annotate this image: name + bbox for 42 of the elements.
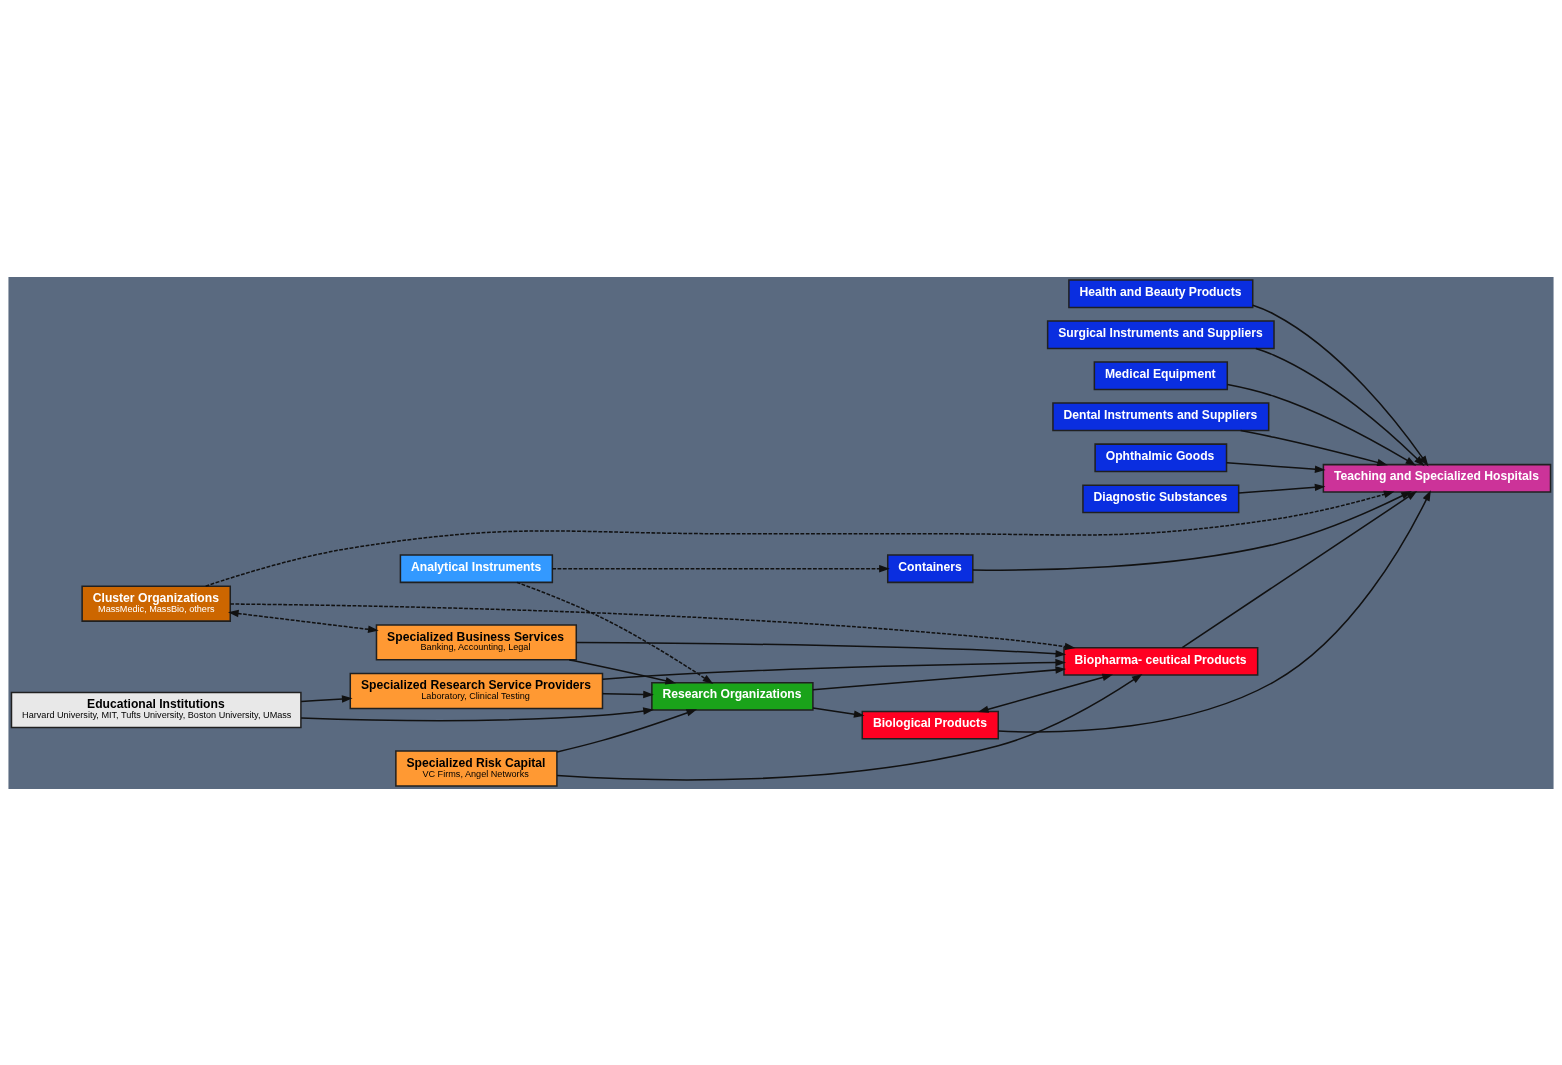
arrow <box>516 581 714 684</box>
arrow <box>556 708 698 753</box>
node-box: Diagnostic Substances <box>1082 483 1240 513</box>
node-box: Educational Institutions Harvard University, MIT, Tufts University, Boston University, UMass <box>10 691 302 728</box>
node-box: Specialized Risk Capital VC Firms, Angel Networks <box>395 749 558 787</box>
arrow <box>977 673 1114 713</box>
arrow <box>1238 483 1326 494</box>
arrow <box>812 665 1067 691</box>
node-box: Containers <box>886 553 974 583</box>
node-box: Analytical Instruments <box>399 553 554 583</box>
arrow <box>1225 461 1326 473</box>
arrow <box>1252 304 1429 466</box>
node-box: Biopharma- ceutical Products <box>1063 646 1259 676</box>
node-box: Specialized Research Service Providers Laboratory, Clinical Testing <box>349 672 604 709</box>
node-box: Cluster Organizations MassMedic, MassBio, others <box>81 584 231 622</box>
node-box: Medical Equipment <box>1093 360 1229 390</box>
arrow <box>1181 490 1418 648</box>
arrow <box>229 602 1076 650</box>
arrow <box>575 641 1067 657</box>
arrow <box>1226 383 1417 466</box>
node-box: Dental Instruments and Suppliers <box>1052 401 1270 431</box>
node-box: Biological Products <box>861 710 999 740</box>
node-box: Teaching and Specialized Hospitals <box>1322 463 1552 493</box>
arrow <box>997 489 1431 733</box>
arrow <box>601 658 1067 680</box>
arrow <box>300 706 654 721</box>
arrow <box>204 490 1395 587</box>
arrow <box>972 490 1412 571</box>
arrow <box>556 673 1143 781</box>
arrow <box>601 690 654 698</box>
arrow <box>568 658 677 684</box>
node-box: Specialized Business Services Banking, Accounting, Legal <box>375 623 578 661</box>
node-box: Surgical Instruments and Suppliers <box>1046 319 1275 349</box>
arrow <box>228 609 379 633</box>
node-box: Health and Beauty Products <box>1068 278 1254 308</box>
node-box: Research Organizations <box>651 681 814 711</box>
arrow <box>1239 429 1388 466</box>
node-box: Ophthalmic Goods <box>1094 442 1228 472</box>
arrow <box>1255 347 1425 466</box>
arrow <box>551 564 890 572</box>
arrow <box>812 706 865 718</box>
arrow <box>300 694 353 703</box>
